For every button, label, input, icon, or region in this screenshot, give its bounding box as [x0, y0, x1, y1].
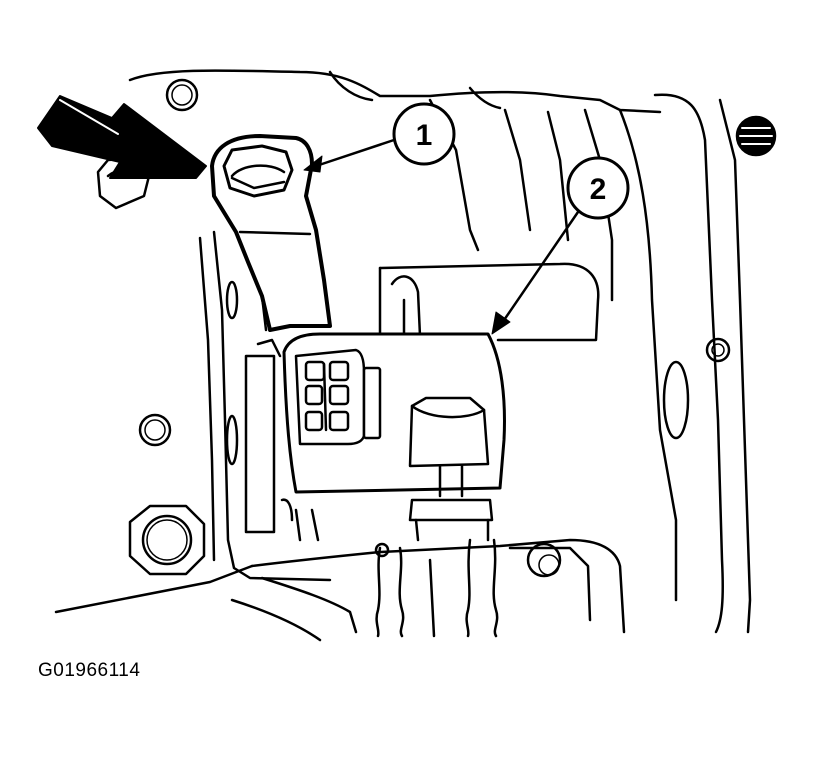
callout-2-label: 2: [590, 173, 607, 206]
direction-arrow: [37, 95, 207, 179]
sensor-assembly: [244, 262, 600, 542]
bracket: [210, 134, 332, 332]
callout-2: 2: [491, 156, 630, 335]
transmission-housing: [54, 69, 752, 642]
figure-id-label: G01966114: [38, 660, 141, 681]
hex-nut-lower-left: [128, 504, 206, 576]
threaded-stud: [735, 115, 777, 157]
callout-1: 1: [303, 102, 456, 173]
callout-1-label: 1: [416, 119, 433, 152]
